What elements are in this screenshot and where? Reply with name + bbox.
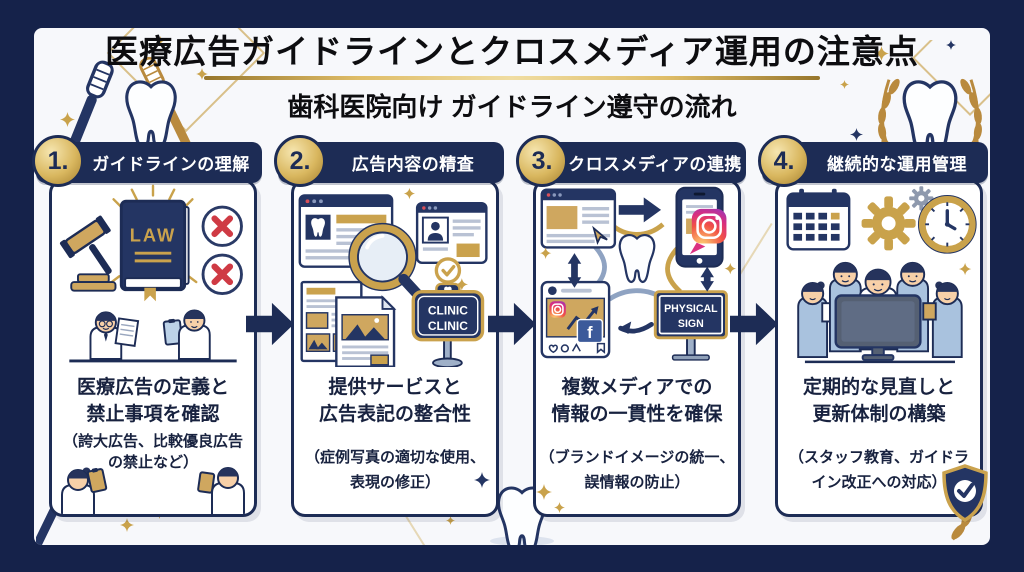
step-1-card: 1. ガイドラインの理解	[32, 135, 262, 517]
sparkle-icon	[403, 187, 416, 200]
clinic-sign-icon: CLINIC CLINIC	[411, 282, 485, 367]
step-4-main-text: 定期的な見直しと 更新体制の構築	[802, 376, 955, 425]
step-2-title: 広告内容の精査	[351, 155, 475, 174]
instagram-icon	[549, 301, 566, 318]
physical-sign-label: SIGN	[678, 318, 704, 330]
step-1-main-text: 医療広告の定義と 禁止事項を確認	[76, 376, 229, 425]
law-book-icon: LAW	[119, 199, 190, 302]
sync-arrows	[567, 197, 714, 334]
step-3-body: f PHYSICAL SIGN	[533, 179, 741, 517]
document-icon	[335, 295, 397, 367]
step-3-title: クロスメディアの連携	[568, 155, 742, 174]
page-title: 医療広告ガイドラインとクロスメディア運用の注意点	[105, 33, 919, 70]
webpage-icon	[415, 201, 488, 264]
step-1-illustration: LAW	[59, 184, 243, 363]
step-1-number: 1.	[47, 146, 69, 175]
step-3-number-badge: 3.	[516, 135, 568, 187]
clinic-label: CLINIC	[428, 304, 468, 318]
prohibited-icon	[201, 205, 243, 247]
step-2-note-text: （症例写真の適切な使用、 表現の修正）	[304, 448, 485, 492]
facebook-label: f	[587, 324, 593, 342]
clinic-label: CLINIC	[428, 319, 468, 333]
bookmark	[144, 287, 156, 302]
law-label: LAW	[130, 225, 176, 246]
step-3-card: 3. クロスメディアの連携	[516, 135, 746, 517]
sparkle-icon	[474, 472, 490, 488]
check-icon	[434, 257, 462, 284]
step-4-illustration	[786, 186, 977, 364]
step-1-note-text: （誇大広告、比較優良広告 の禁止など）	[62, 432, 243, 471]
cursor-icon	[592, 225, 608, 246]
staff-person	[922, 281, 963, 359]
physical-sign-icon: PHYSICAL SIGN	[653, 290, 728, 361]
monitor-icon	[834, 294, 922, 361]
step-4-number: 4.	[773, 146, 795, 175]
sparkle-icon	[539, 247, 552, 259]
sparkle-icon	[446, 516, 455, 525]
magnifier-icon	[348, 222, 432, 309]
clipboard	[86, 467, 108, 494]
step-3-main-text: 複数メディアでの 情報の一貫性を確保	[551, 376, 723, 425]
curved-arrow	[618, 321, 654, 334]
image-thumb	[305, 333, 331, 353]
step-3-number: 3.	[531, 146, 553, 175]
gavel-icon	[59, 215, 117, 292]
step-2-number: 2.	[289, 146, 311, 175]
step-4-number-badge: 4.	[758, 135, 810, 187]
step-2-card: 2. 広告内容の精査	[274, 135, 504, 517]
webpage-icon	[540, 188, 617, 249]
doctor-icon	[162, 309, 211, 360]
step-1-body: LAW	[49, 179, 257, 517]
step-3-note-text: （ブランドイメージの統一、 誤情報の防止）	[539, 448, 735, 492]
physical-sign-label: PHYSICAL	[664, 303, 718, 315]
sparkle-icon	[536, 484, 565, 513]
doctor-icon	[197, 467, 245, 514]
sns-post-icon: f	[540, 280, 611, 359]
step-2-main-text: 提供サービスと 広告表記の整合性	[318, 376, 471, 425]
document	[114, 317, 140, 347]
doctor-icon	[89, 311, 140, 360]
shield-check-icon	[942, 464, 988, 523]
gear-icon	[861, 196, 916, 251]
page-subtitle: 歯科医院向け ガイドライン遵守の流れ	[287, 92, 737, 122]
step-4-card: 4. 継続的な運用管理	[758, 135, 988, 523]
smartphone-icon	[675, 186, 727, 268]
step-4-note-text: （スタッフ教育、ガイドラ イン改正への対応）	[788, 448, 969, 492]
sparkle-icon	[120, 518, 134, 532]
staff-person	[797, 281, 838, 359]
title-underline	[204, 76, 820, 80]
step-2-illustration: CLINIC CLINIC	[298, 187, 488, 367]
team-icon	[797, 261, 963, 364]
clipboard	[197, 471, 216, 494]
sparkle-icon	[850, 128, 863, 141]
sparkle-icon	[724, 262, 737, 275]
calendar-icon	[786, 188, 851, 251]
instagram-icon	[689, 208, 727, 255]
facebook-icon: f	[576, 318, 604, 344]
step-2-number-badge: 2.	[274, 135, 326, 187]
doctor-icon	[61, 467, 108, 514]
step-3-illustration: f PHYSICAL SIGN	[539, 186, 737, 361]
rays	[110, 184, 198, 284]
clock-icon	[917, 194, 977, 254]
prohibited-icon	[201, 253, 243, 296]
step-1-number-badge: 1.	[32, 135, 84, 187]
step-1-title: ガイドラインの理解	[92, 155, 250, 174]
sparkle-icon	[958, 262, 972, 276]
step-4-title: 継続的な運用管理	[827, 155, 967, 174]
step-2-body: CLINIC CLINIC 提供サービスと 広告表記の整合性 （症例写真の適切な…	[291, 179, 499, 517]
post-action-icons	[548, 342, 606, 354]
tooth-icon	[618, 233, 656, 284]
